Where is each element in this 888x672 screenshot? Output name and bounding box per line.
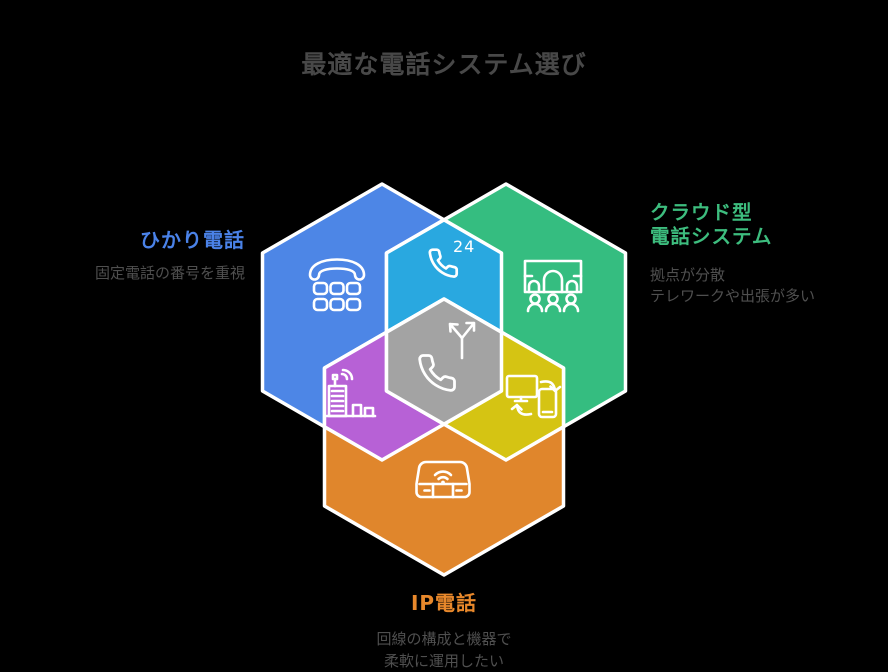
phone-24h-icon: 24 [428,237,475,278]
cloud-label-block: クラウド型 電話システム 拠点が分散 テレワークや出張が多い [650,201,815,307]
office-building-antenna-icon [325,368,377,418]
ip-label-block: IP電話 回線の構成と機器で 柔軟に運用したい [0,587,888,672]
page-title: 最適な電話システム選び [301,49,587,79]
hikari-label: ひかり電話 [140,228,245,252]
device-sync-icon [505,374,562,419]
cloud-desc: 拠点が分散 テレワークや出張が多い [650,266,816,305]
desk-phone-icon [308,258,366,312]
hikari-label-block: ひかり電話 固定電話の番号を重視 [95,224,245,284]
badge-24h: 24 [453,237,475,256]
ip-label: IP電話 [410,591,478,615]
call-routing-icon [418,321,476,392]
ip-desc: 回線の構成と機器で 柔軟に運用したい [376,630,512,670]
router-icon [415,460,471,499]
video-conference-icon [523,259,583,313]
hikari-desc: 固定電話の番号を重視 [94,264,245,282]
cloud-label: クラウド型 電話システム [650,201,773,248]
